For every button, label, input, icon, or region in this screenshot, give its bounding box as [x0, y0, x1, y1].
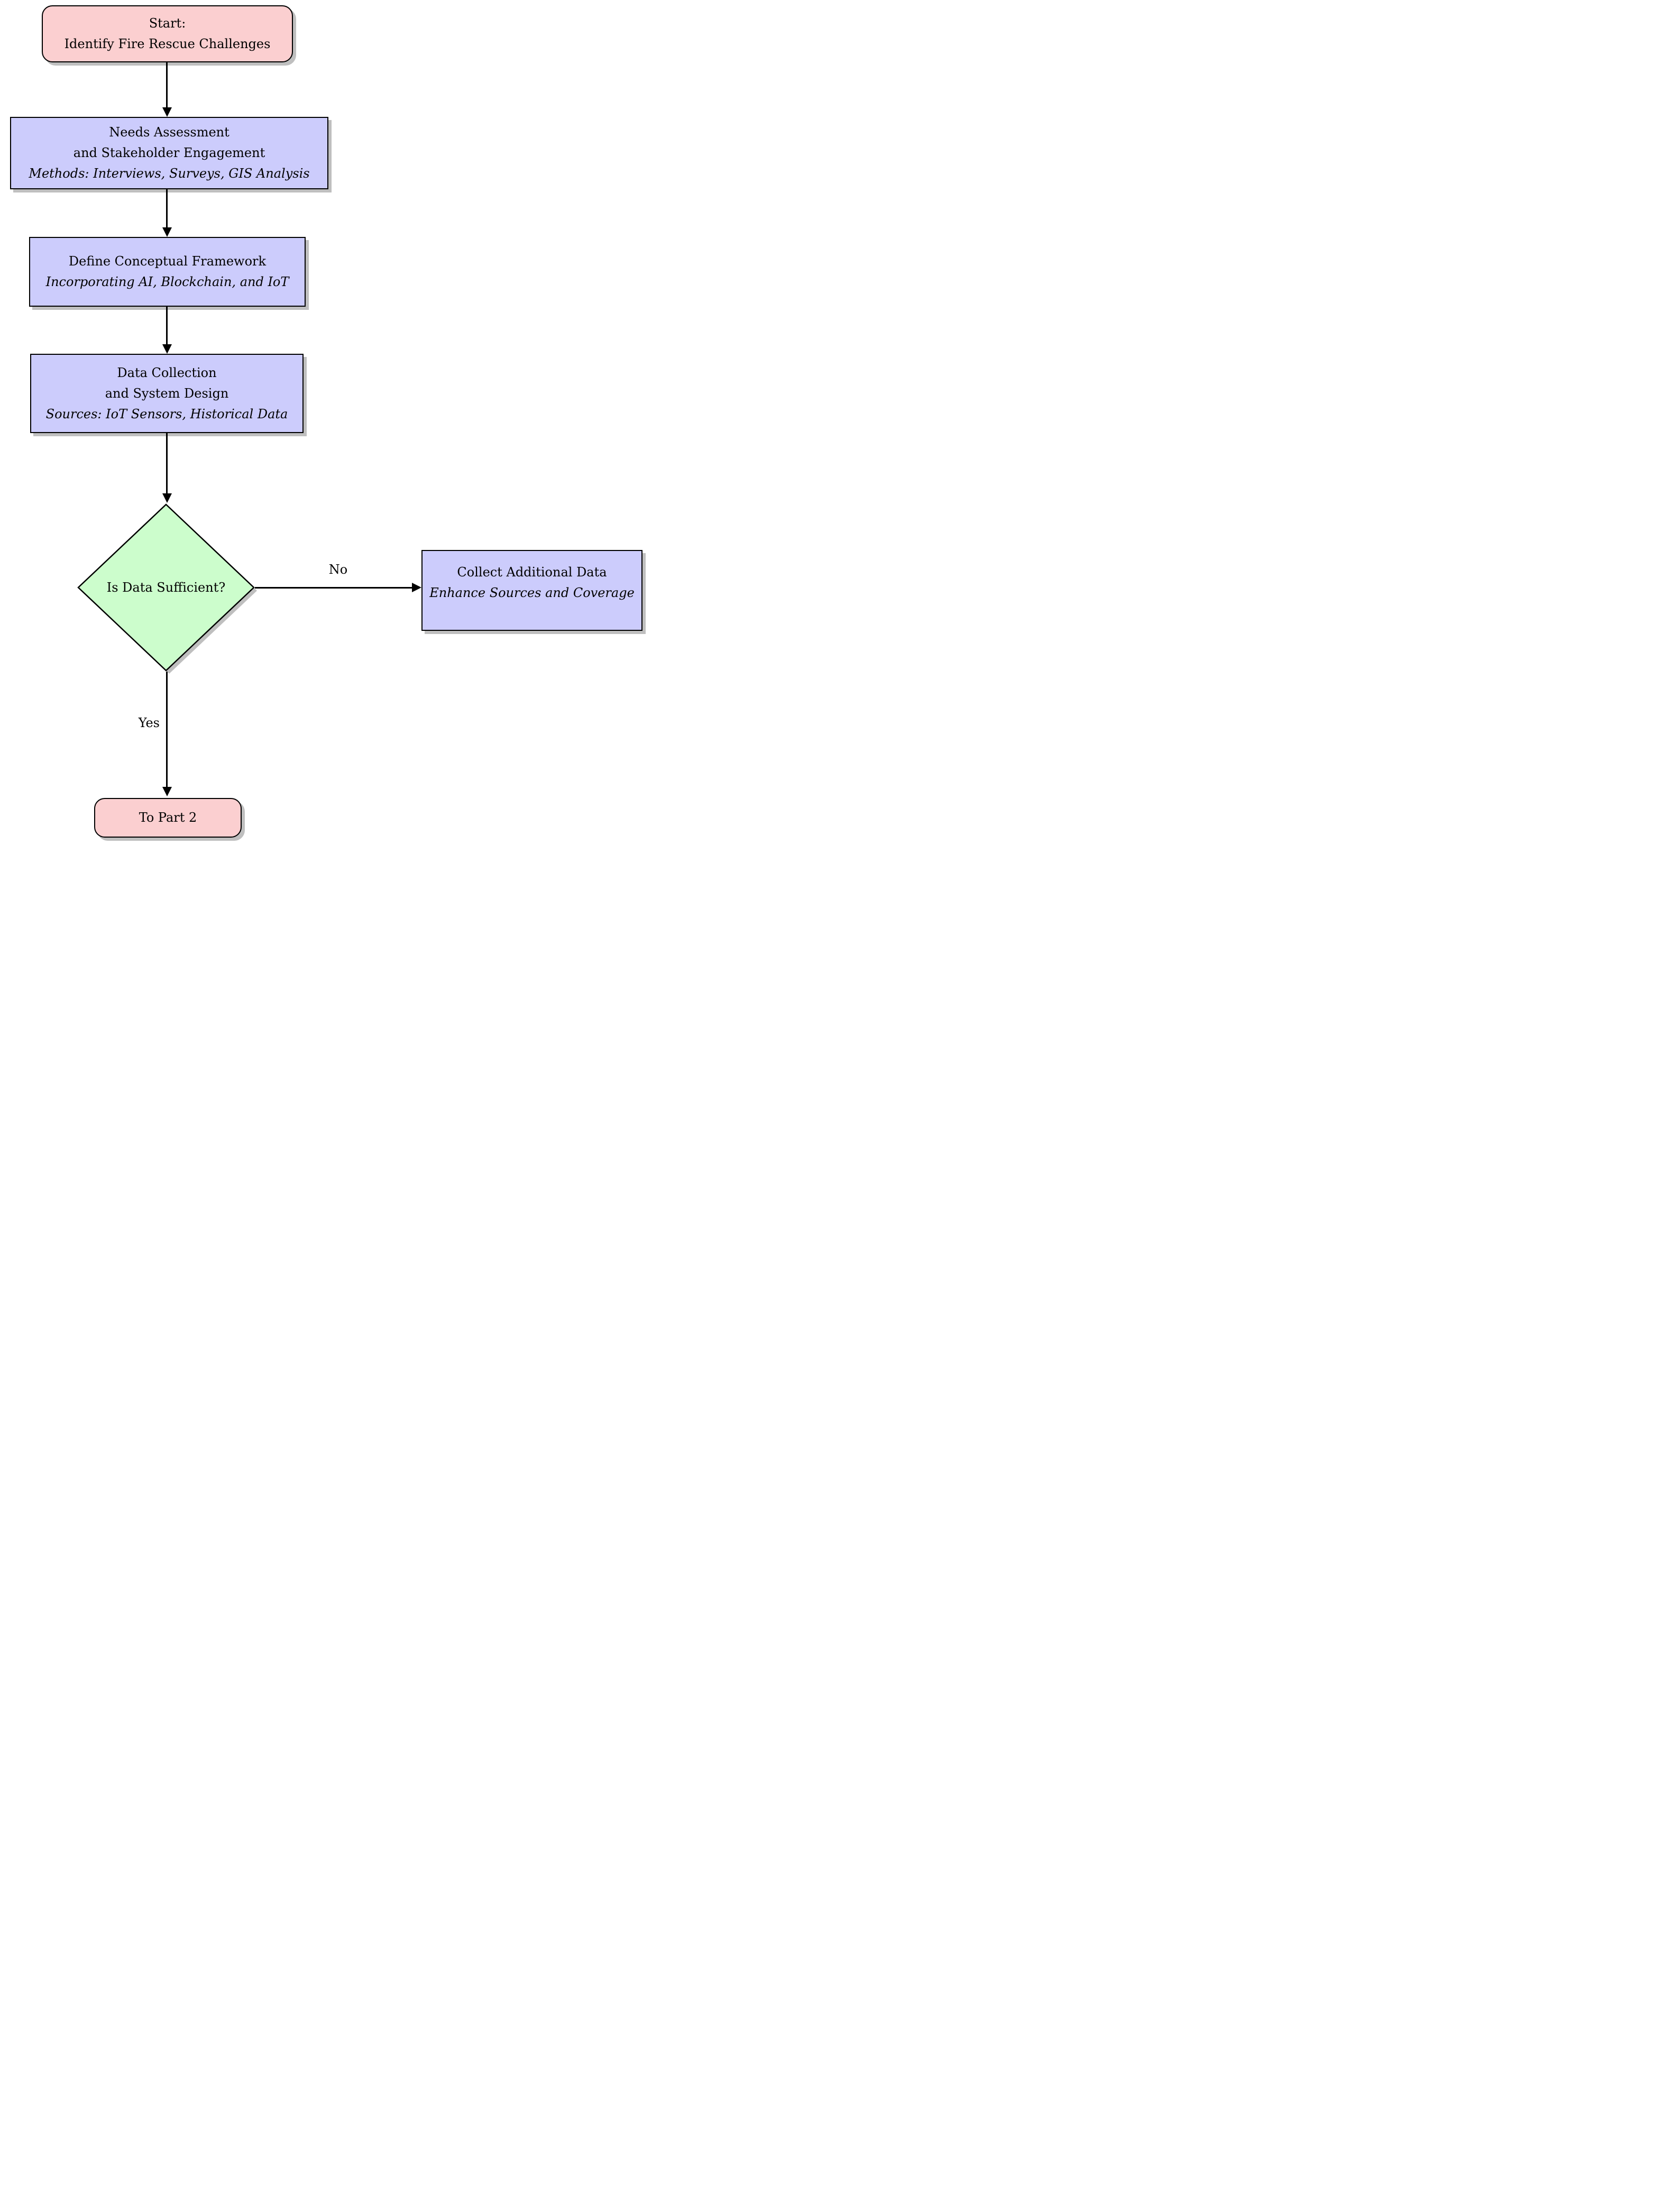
node-needs-assessment: Needs Assessment and Stakeholder Engagem…: [10, 117, 328, 189]
node-data-collection-line-1: Data Collection: [117, 365, 217, 380]
node-collect-additional-note: Enhance Sources and Coverage: [429, 585, 635, 600]
arrow-decision-yes: [166, 672, 168, 787]
arrow-datacollection-to-decision: [166, 433, 168, 493]
arrowhead-down-icon: [162, 787, 172, 796]
decision-diamond: [77, 503, 255, 672]
node-conceptual-framework-note: Incorporating AI, Blockchain, and IoT: [45, 274, 289, 289]
node-start-line-2: Identify Fire Rescue Challenges: [64, 36, 271, 51]
node-decision: Is Data Sufficient?: [77, 503, 255, 672]
node-needs-assessment-line-2: and Stakeholder Engagement: [73, 145, 265, 160]
node-needs-assessment-note: Methods: Interviews, Surveys, GIS Analys…: [29, 166, 310, 181]
edge-label-no: No: [328, 562, 348, 577]
arrow-needs-to-framework: [166, 189, 168, 227]
arrowhead-down-icon: [162, 344, 172, 354]
node-data-collection-line-2: and System Design: [105, 385, 229, 401]
arrow-framework-to-datacollection: [166, 307, 168, 344]
node-collect-additional-line-1: Collect Additional Data: [457, 564, 607, 580]
node-start-line-1: Start:: [149, 16, 186, 31]
edge-label-yes: Yes: [138, 715, 160, 730]
node-decision-shape: [77, 503, 257, 674]
node-collect-additional: Collect Additional Data Enhance Sources …: [421, 550, 642, 631]
arrow-start-to-needs: [166, 62, 168, 108]
node-data-collection: Data Collection and System Design Source…: [30, 354, 304, 433]
node-start: Start: Identify Fire Rescue Challenges: [42, 5, 293, 62]
arrowhead-down-icon: [162, 227, 172, 237]
node-data-collection-note: Sources: IoT Sensors, Historical Data: [45, 406, 288, 421]
node-conceptual-framework-line-1: Define Conceptual Framework: [68, 254, 267, 269]
arrowhead-down-icon: [162, 493, 172, 503]
arrowhead-right-icon: [412, 583, 421, 592]
flowchart-canvas: Start: Identify Fire Rescue Challenges N…: [0, 0, 647, 841]
arrowhead-down-icon: [162, 107, 172, 117]
node-to-part-2: To Part 2: [94, 798, 242, 838]
arrow-decision-no: [255, 587, 412, 589]
node-to-part-2-label: To Part 2: [139, 810, 197, 825]
node-decision-label: Is Data Sufficient?: [106, 580, 226, 595]
node-needs-assessment-line-1: Needs Assessment: [109, 125, 229, 140]
node-conceptual-framework: Define Conceptual Framework Incorporatin…: [29, 237, 306, 307]
